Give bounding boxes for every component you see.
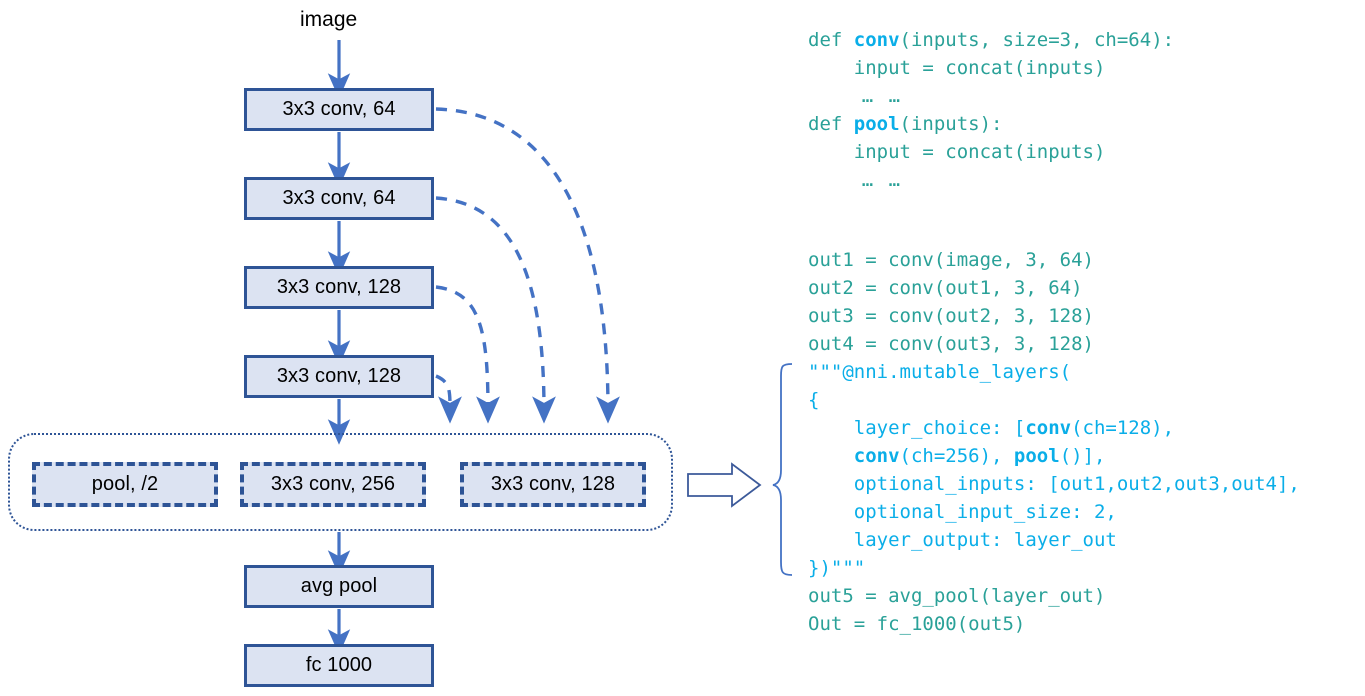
code-token: def [808,113,854,135]
node-conv2[interactable]: 3x3 conv, 64 [244,177,434,220]
code-line-brace-open: { [808,386,819,414]
code-token: pool [853,113,900,135]
code-token: out3 = conv(out2, 3, 128) [808,305,1094,327]
code-token: conv [1025,417,1072,439]
mutable-layer-group [8,433,673,531]
code-line-out-final: Out = fc_1000(out5) [808,610,1025,638]
code-token: out1 = conv(image, 3, 64) [808,249,1094,271]
node-conv4-label: 3x3 conv, 128 [276,365,402,387]
code-line-layer-output: layer_output: layer_out [808,526,1117,554]
code-token: { [808,389,820,411]
choice-conv-128[interactable]: 3x3 conv, 128 [460,462,646,507]
code-line-layer-choice-2: conv(ch=256), pool()], [808,442,1106,470]
code-token: conv [853,29,900,51]
input-label: image [300,8,358,31]
code-line-optional-inputs: optional_inputs: [out1,out2,out3,out4], [808,470,1300,498]
node-conv1[interactable]: 3x3 conv, 64 [244,88,434,131]
code-line-pool-body: input = concat(inputs) [808,138,1106,166]
code-line-out1: out1 = conv(image, 3, 64) [808,246,1094,274]
choice-pool-2[interactable]: pool, /2 [32,462,218,507]
code-token [808,445,854,467]
node-fc-1000-label: fc 1000 [305,654,373,676]
code-line-out4: out4 = conv(out3, 3, 128) [808,330,1094,358]
code-token: (inputs): [899,113,1003,135]
skip-connections [435,107,620,424]
node-conv4[interactable]: 3x3 conv, 128 [244,355,434,398]
code-line-conv-ellipsis: … … [808,82,902,110]
code-token: (ch=128), [1071,417,1175,439]
code-line-layer-choice-1: layer_choice: [conv(ch=128), [808,414,1174,442]
code-token: """@nni.mutable_layers( [808,361,1072,383]
choice-pool-2-label: pool, /2 [91,473,159,495]
code-token: pool [1013,445,1060,467]
choice-conv-256[interactable]: 3x3 conv, 256 [240,462,426,507]
node-conv3-label: 3x3 conv, 128 [276,276,402,298]
node-fc-1000[interactable]: fc 1000 [244,644,434,687]
node-avg-pool[interactable]: avg pool [244,565,434,608]
skip-from-conv4 [435,374,462,424]
code-token: ()], [1059,445,1106,467]
code-token: optional_input_size: 2, [808,501,1117,523]
node-conv2-label: 3x3 conv, 64 [282,187,396,209]
code-token: optional_inputs: [out1,out2,out3,out4], [808,473,1300,495]
code-token: layer_choice: [ [808,417,1026,439]
code-token: (ch=256), [899,445,1014,467]
code-line-pool-ellipsis: … … [808,166,902,194]
skip-from-conv1 [435,107,620,424]
node-conv1-label: 3x3 conv, 64 [282,98,396,120]
code-line-def-conv: def conv(inputs, size=3, ch=64): [808,26,1174,54]
code-line-nni-close: })""" [808,554,865,582]
code-token: def [808,29,854,51]
skip-from-conv2 [435,196,556,424]
code-line-def-pool: def pool(inputs): [808,110,1002,138]
code-line-out3: out3 = conv(out2, 3, 128) [808,302,1094,330]
code-token: layer_output: layer_out [808,529,1117,551]
code-line-out5: out5 = avg_pool(layer_out) [808,582,1105,610]
code-token: Out = fc_1000(out5) [808,613,1026,635]
node-conv3[interactable]: 3x3 conv, 128 [244,266,434,309]
code-token: out4 = conv(out3, 3, 128) [808,333,1094,355]
code-brace [772,363,793,576]
code-panel: def conv(inputs, size=3, ch=64): input =… [808,0,1365,696]
code-token: out5 = avg_pool(layer_out) [808,585,1106,607]
skip-from-conv3 [435,285,500,424]
code-token: conv [853,445,900,467]
code-token: out2 = conv(out1, 3, 64) [808,277,1083,299]
block-arrow-icon [687,462,762,508]
code-line-nni-open: """@nni.mutable_layers( [808,358,1071,386]
code-token: })""" [808,557,866,579]
node-avg-pool-label: avg pool [300,575,378,597]
code-line-out2: out2 = conv(out1, 3, 64) [808,274,1083,302]
choice-conv-256-label: 3x3 conv, 256 [270,473,396,495]
choice-conv-128-label: 3x3 conv, 128 [490,473,616,495]
code-line-conv-body: input = concat(inputs) [808,54,1106,82]
code-token: … … [808,169,903,191]
code-token: … … [808,85,903,107]
code-token: (inputs, size=3, ch=64): [899,29,1175,51]
code-line-optional-input-size: optional_input_size: 2, [808,498,1117,526]
code-token: input = concat(inputs) [808,141,1106,163]
code-token: input = concat(inputs) [808,57,1106,79]
